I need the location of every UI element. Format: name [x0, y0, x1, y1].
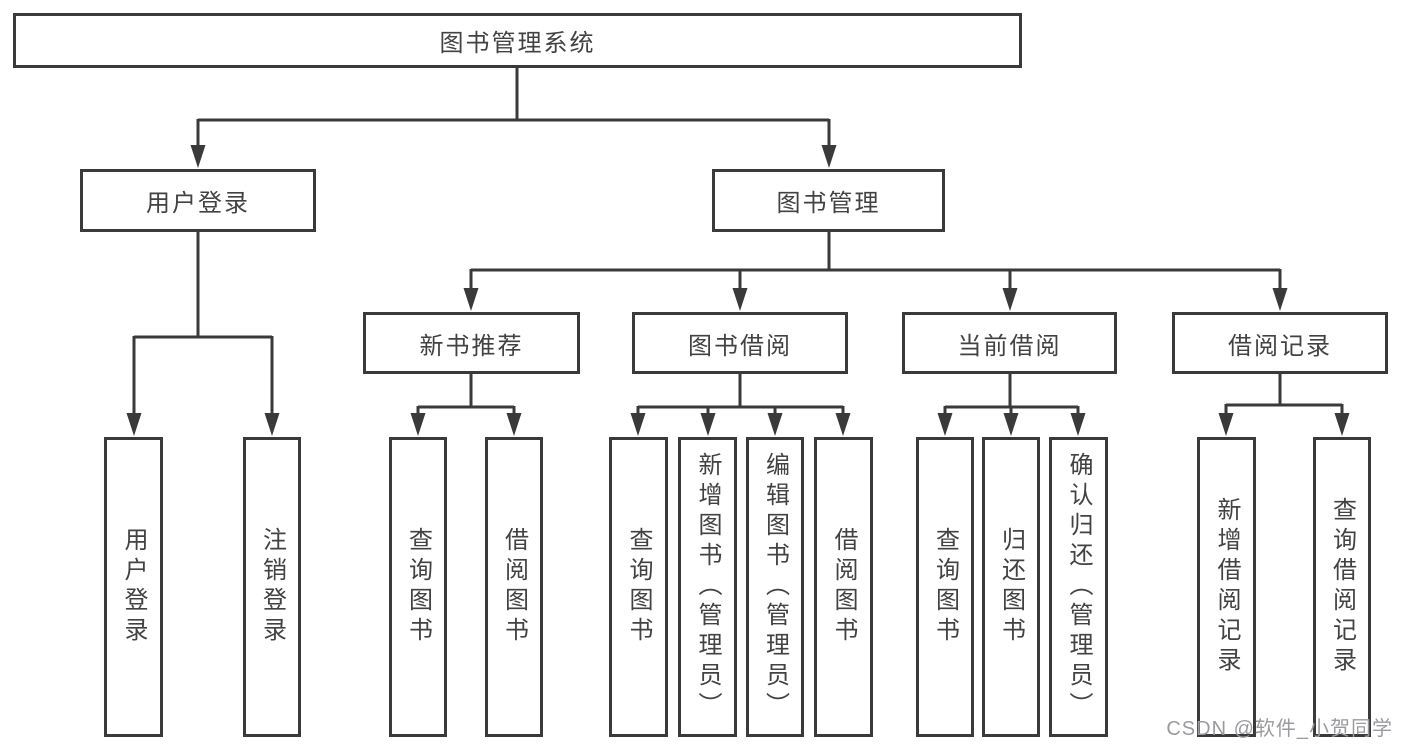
- leaf-edit-books-admin: 编辑图书（管理员）: [746, 437, 804, 737]
- leaf-add-books-admin: 新增图书（管理员）: [678, 437, 737, 737]
- arrowheads-newbook-leaves: [410, 413, 522, 436]
- leaf-borrow-books-borrowing: 借阅图书: [814, 437, 873, 737]
- leaf-query-borrow-record: 查询借阅记录: [1313, 437, 1371, 737]
- leaf-add-borrow-record: 新增借阅记录: [1197, 437, 1256, 737]
- leaf-query-books-current: 查询图书: [916, 437, 974, 737]
- arrowheads-login-leaves: [126, 413, 280, 436]
- arrowheads-level3: [463, 288, 1288, 311]
- arrowheads-level2: [190, 145, 837, 168]
- node-book-borrowing: 图书借阅: [632, 312, 848, 374]
- leaf-query-books-newbook: 查询图书: [389, 437, 447, 737]
- connector-newbook-to-leaves: [416, 374, 516, 414]
- leaf-return-books: 归还图书: [982, 437, 1040, 737]
- connector-current-to-leaves: [943, 374, 1080, 414]
- node-user-login: 用户登录: [80, 169, 316, 232]
- connector-root-to-level2: [196, 67, 831, 146]
- node-borrowing-records: 借阅记录: [1172, 312, 1388, 374]
- connector-records-to-leaves: [1224, 374, 1344, 414]
- node-library-management-system: 图书管理系统: [13, 13, 1022, 68]
- leaf-user-login: 用户登录: [104, 437, 163, 737]
- connector-borrowing-to-leaves: [636, 374, 845, 414]
- arrowheads-borrowing-leaves: [630, 413, 851, 436]
- node-new-book-recommend: 新书推荐: [363, 312, 580, 374]
- node-current-borrowing: 当前借阅: [902, 312, 1117, 374]
- arrowheads-records-leaves: [1218, 413, 1350, 436]
- csdn-watermark: CSDN @软件_小贺同学: [1166, 718, 1393, 740]
- connector-mgmt-to-level3: [469, 232, 1282, 289]
- leaf-logout: 注销登录: [243, 437, 301, 737]
- leaf-confirm-return-admin: 确认归还（管理员）: [1049, 437, 1108, 737]
- node-book-management: 图书管理: [712, 169, 945, 232]
- connector-login-to-leaves: [132, 232, 274, 413]
- leaf-borrow-books-newbook: 借阅图书: [485, 437, 543, 737]
- leaf-query-books-borrowing: 查询图书: [609, 437, 668, 737]
- arrowheads-current-leaves: [937, 413, 1086, 436]
